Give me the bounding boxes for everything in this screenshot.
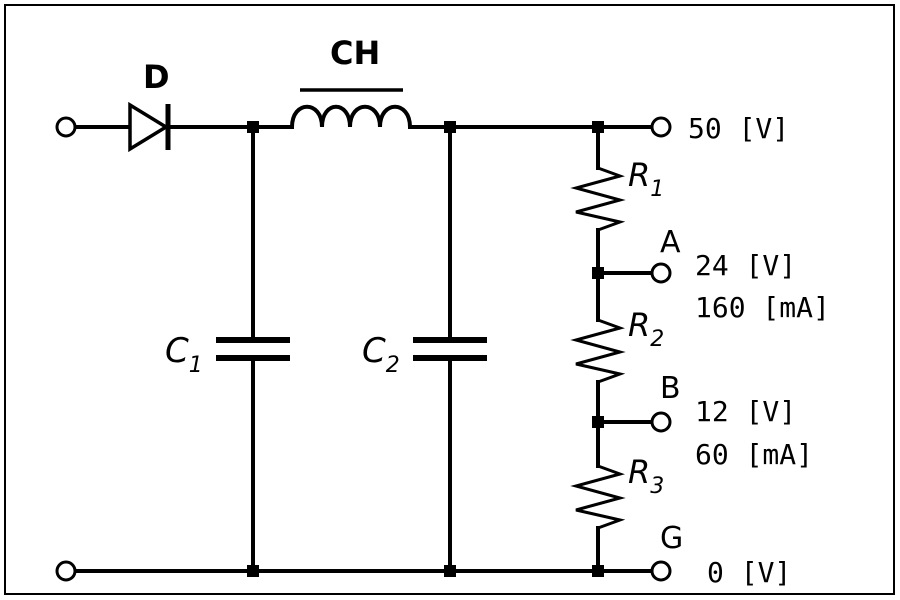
junction-dot bbox=[444, 565, 456, 577]
junction-dot bbox=[592, 416, 604, 428]
diagram-frame bbox=[4, 4, 895, 595]
junction-dot bbox=[592, 565, 604, 577]
c2-label: C2 bbox=[362, 331, 400, 378]
capacitor-c2 bbox=[413, 125, 487, 573]
node-g-label: G bbox=[660, 521, 683, 556]
choke-inductor bbox=[289, 88, 413, 130]
output-b-voltage: 12 [V] bbox=[695, 395, 796, 428]
choke-label: CH bbox=[330, 34, 380, 72]
capacitor-c1 bbox=[216, 125, 290, 573]
r3-label: R3 bbox=[628, 453, 664, 499]
output-top-voltage: 50 [V] bbox=[688, 112, 789, 145]
junction-dot bbox=[592, 121, 604, 133]
junction-dot bbox=[247, 565, 259, 577]
output-terminal-g bbox=[650, 560, 672, 582]
output-a-voltage: 24 [V] bbox=[695, 249, 796, 282]
output-terminal-b bbox=[650, 411, 672, 433]
output-terminal-a bbox=[650, 262, 672, 284]
junction-dot bbox=[592, 267, 604, 279]
output-b-current: 60 [mA] bbox=[695, 438, 813, 471]
output-a-current: 160 [mA] bbox=[695, 291, 830, 324]
junction-dot bbox=[444, 121, 456, 133]
output-terminal-50v bbox=[650, 116, 672, 138]
resistor-r1 bbox=[570, 125, 626, 275]
r2-label: R2 bbox=[628, 306, 664, 352]
r1-label: R1 bbox=[628, 156, 664, 202]
resistor-r2 bbox=[570, 271, 626, 424]
resistor-r3 bbox=[570, 420, 626, 573]
c1-label: C1 bbox=[165, 331, 203, 378]
diode bbox=[128, 101, 171, 153]
input-terminal-top bbox=[55, 116, 77, 138]
diode-label: D bbox=[143, 58, 170, 96]
node-b-label: B bbox=[660, 371, 681, 406]
output-g-voltage: 0 [V] bbox=[707, 556, 791, 589]
junction-dot bbox=[247, 121, 259, 133]
node-a-label: A bbox=[660, 225, 681, 260]
input-terminal-bottom bbox=[55, 560, 77, 582]
